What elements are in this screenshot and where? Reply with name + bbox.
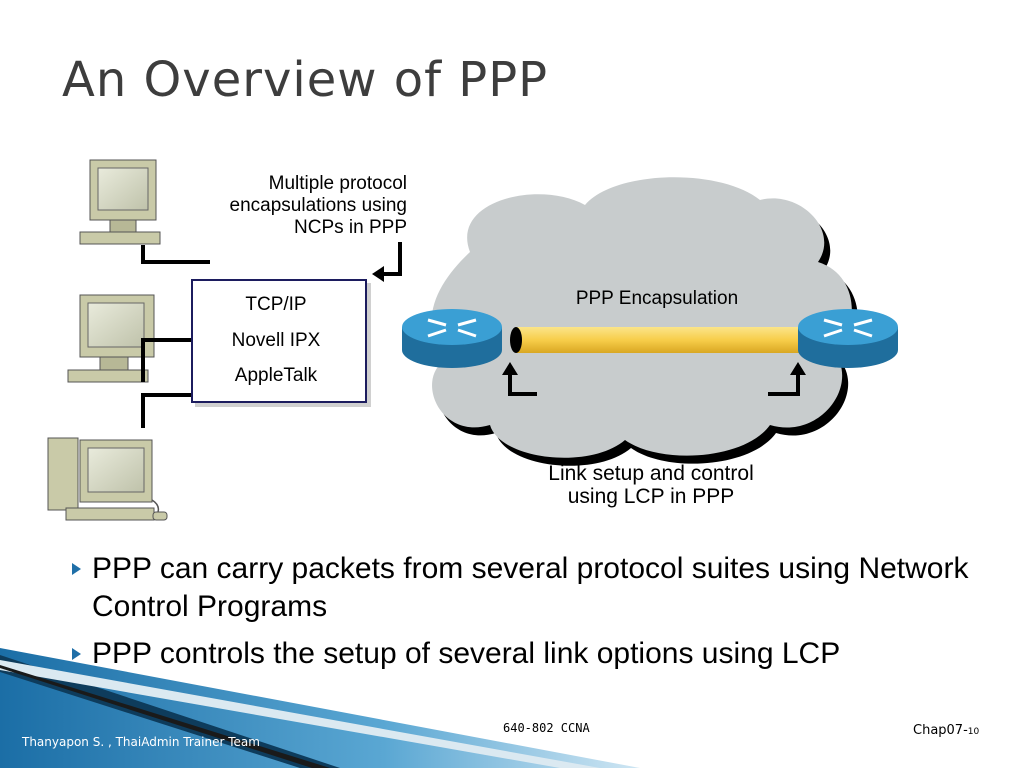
ncp-label-line-3: NCPs in PPP: [294, 217, 407, 238]
protocol-box: [191, 279, 371, 407]
lcp-arrows: [502, 362, 806, 396]
protocol-appletalk: AppleTalk: [235, 365, 318, 386]
bullet-item-ncp: PPP can carry packets from several proto…: [72, 550, 972, 626]
footer-decoration: [0, 648, 640, 768]
encapsulation-label: PPP Encapsulation: [576, 288, 738, 309]
workstation-2-icon: [67, 294, 155, 383]
bullet-arrow-icon: [72, 648, 81, 660]
workstation-1-icon: [79, 159, 161, 245]
lcp-label-line-2: using LCP in PPP: [568, 485, 735, 508]
protocol-ipx: Novell IPX: [232, 330, 321, 351]
slide-title: An Overview of PPP: [62, 52, 549, 108]
bullet-text: PPP controls the setup of several link o…: [92, 637, 841, 670]
protocol-tcpip: TCP/IP: [245, 294, 306, 315]
footer-author: Thanyapon S. , ThaiAdmin Trainer Team: [22, 735, 260, 749]
footer-page: 10: [967, 727, 980, 737]
ncp-label-line-2: encapsulations using: [230, 195, 407, 216]
ncp-arrow: [372, 242, 402, 282]
footer-chapter: Chap07-: [913, 723, 968, 738]
router-right-icon: [798, 309, 898, 368]
ncp-label-line-1: Multiple protocol: [269, 173, 407, 194]
lcp-label-line-1: Link setup and control: [548, 462, 753, 485]
ppp-link: [510, 327, 800, 353]
pc-connectors: [141, 245, 210, 428]
footer-page-number: Chap07-10: [913, 723, 979, 738]
bullet-list: PPP can carry packets from several proto…: [72, 550, 972, 682]
cloud-shape: [431, 177, 852, 458]
bullet-item-lcp: PPP controls the setup of several link o…: [72, 635, 972, 673]
router-left-icon: [402, 309, 502, 368]
bullet-text: PPP can carry packets from several proto…: [92, 552, 969, 623]
workstation-3-icon: [47, 437, 168, 521]
bullet-arrow-icon: [72, 563, 81, 575]
footer-course: 640-802 CCNA: [503, 721, 590, 735]
